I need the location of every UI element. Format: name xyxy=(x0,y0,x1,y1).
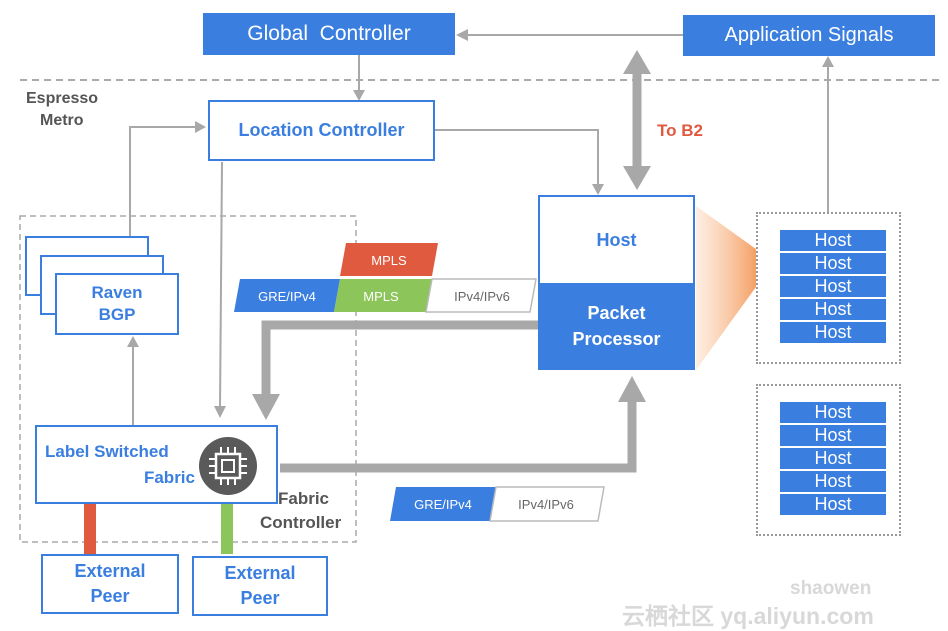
arrow-lsf-to-pp xyxy=(280,398,637,473)
host-stack-2-item: Host xyxy=(780,425,886,446)
host-label: Host xyxy=(596,229,637,250)
arrow-location-to-lsf xyxy=(219,161,223,410)
fabric-label-line1: Fabric xyxy=(278,489,330,508)
external-peer-box-2: External Peer xyxy=(192,556,328,616)
pkt-top-mpls-green-label: MPLS xyxy=(363,289,399,304)
pkt-top-ipv-label: IPv4/IPv6 xyxy=(454,289,510,304)
lsf-text: Label Switched Fabric xyxy=(45,439,195,491)
host-section: Host xyxy=(540,197,693,283)
external-peer-1-label-line2: Peer xyxy=(90,586,130,606)
pkt-bottom-ipv-label: IPv4/IPv6 xyxy=(518,497,574,512)
host-stack-2-item: Host xyxy=(780,471,886,492)
watermark-site: 云栖社区 yq.aliyun.com xyxy=(622,603,874,629)
pkt-top-mpls-green xyxy=(334,279,432,312)
host-stack-2: Host Host Host Host Host xyxy=(756,384,901,536)
pkt-top-gre-label: GRE/IPv4 xyxy=(258,289,316,304)
external-peer-1-label-line1: External xyxy=(74,561,146,581)
global-controller-label: Global Controller xyxy=(247,22,411,45)
espresso-label-line2: Metro xyxy=(40,112,84,129)
lsf-label-line2: Fabric xyxy=(143,468,195,487)
raven-bgp-box: Raven BGP xyxy=(55,273,179,335)
label-switched-fabric-box: Label Switched Fabric xyxy=(35,425,278,504)
pkt-top-mpls-red xyxy=(340,243,438,276)
external-peer-link-red xyxy=(84,504,96,554)
host-packet-processor-box: Host Packet Processor xyxy=(538,195,695,370)
arrow-location-to-host xyxy=(435,129,599,186)
fabric-controller-region xyxy=(19,215,357,543)
pkt-top-ipv xyxy=(425,278,537,313)
pkt-bottom-ipv xyxy=(489,486,605,522)
host-stack-1-item: Host xyxy=(780,230,886,251)
host-stack-1-item: Host xyxy=(780,253,886,274)
pkt-bottom-gre-label: GRE/IPv4 xyxy=(414,497,472,512)
external-peer-box-1: External Peer xyxy=(41,554,179,614)
bgp-label: BGP xyxy=(98,305,136,324)
espresso-metro-label: Espresso Metro xyxy=(26,88,126,132)
application-signals-label: Application Signals xyxy=(724,24,894,46)
external-peer-link-green xyxy=(221,504,233,554)
host-stack-2-item: Host xyxy=(780,448,886,469)
packet-processor-label-line2: Processor xyxy=(572,328,661,349)
packet-header-bottom: GRE/IPv4 IPv4/IPv6 xyxy=(390,486,605,522)
external-peer-2-label-line2: Peer xyxy=(240,588,280,608)
arrow-pp-to-lsf xyxy=(261,320,540,396)
fabric-label-line2: Controller xyxy=(260,513,342,532)
packet-processor-section: Packet Processor xyxy=(540,283,693,368)
lsf-label-line1: Label Switched xyxy=(45,442,169,461)
fabric-controller-label: Fabric Controller xyxy=(260,487,360,535)
watermark-author: shaowen xyxy=(790,578,872,599)
packet-processor-label-line1: Packet xyxy=(587,302,646,323)
host-stack-1-item: Host xyxy=(780,299,886,320)
arrow-raven-to-location xyxy=(129,126,196,236)
host-stack-2-item: Host xyxy=(780,494,886,515)
orange-cone xyxy=(696,206,774,370)
raven-label: Raven xyxy=(91,283,143,302)
global-controller-box: Global Controller xyxy=(203,13,455,55)
pkt-bottom-gre xyxy=(390,487,496,521)
host-stack-1: Host Host Host Host Host xyxy=(756,212,901,364)
location-controller-label: Location Controller xyxy=(238,120,405,140)
external-peer-2-label-line1: External xyxy=(224,563,296,583)
host-stack-1-item: Host xyxy=(780,322,886,343)
application-signals-box: Application Signals xyxy=(683,15,935,56)
to-b2-label: To B2 xyxy=(657,121,703,140)
host-stack-2-item: Host xyxy=(780,402,886,423)
espresso-label-line1: Espresso xyxy=(26,90,99,107)
packet-header-top: MPLS GRE/IPv4 MPLS IPv4/IPv6 xyxy=(234,243,537,313)
chip-icon xyxy=(199,437,257,495)
pkt-top-gre xyxy=(234,279,340,312)
location-controller-box: Location Controller xyxy=(208,100,435,161)
host-stack-1-item: Host xyxy=(780,276,886,297)
pkt-top-mpls-red-label: MPLS xyxy=(371,253,407,268)
